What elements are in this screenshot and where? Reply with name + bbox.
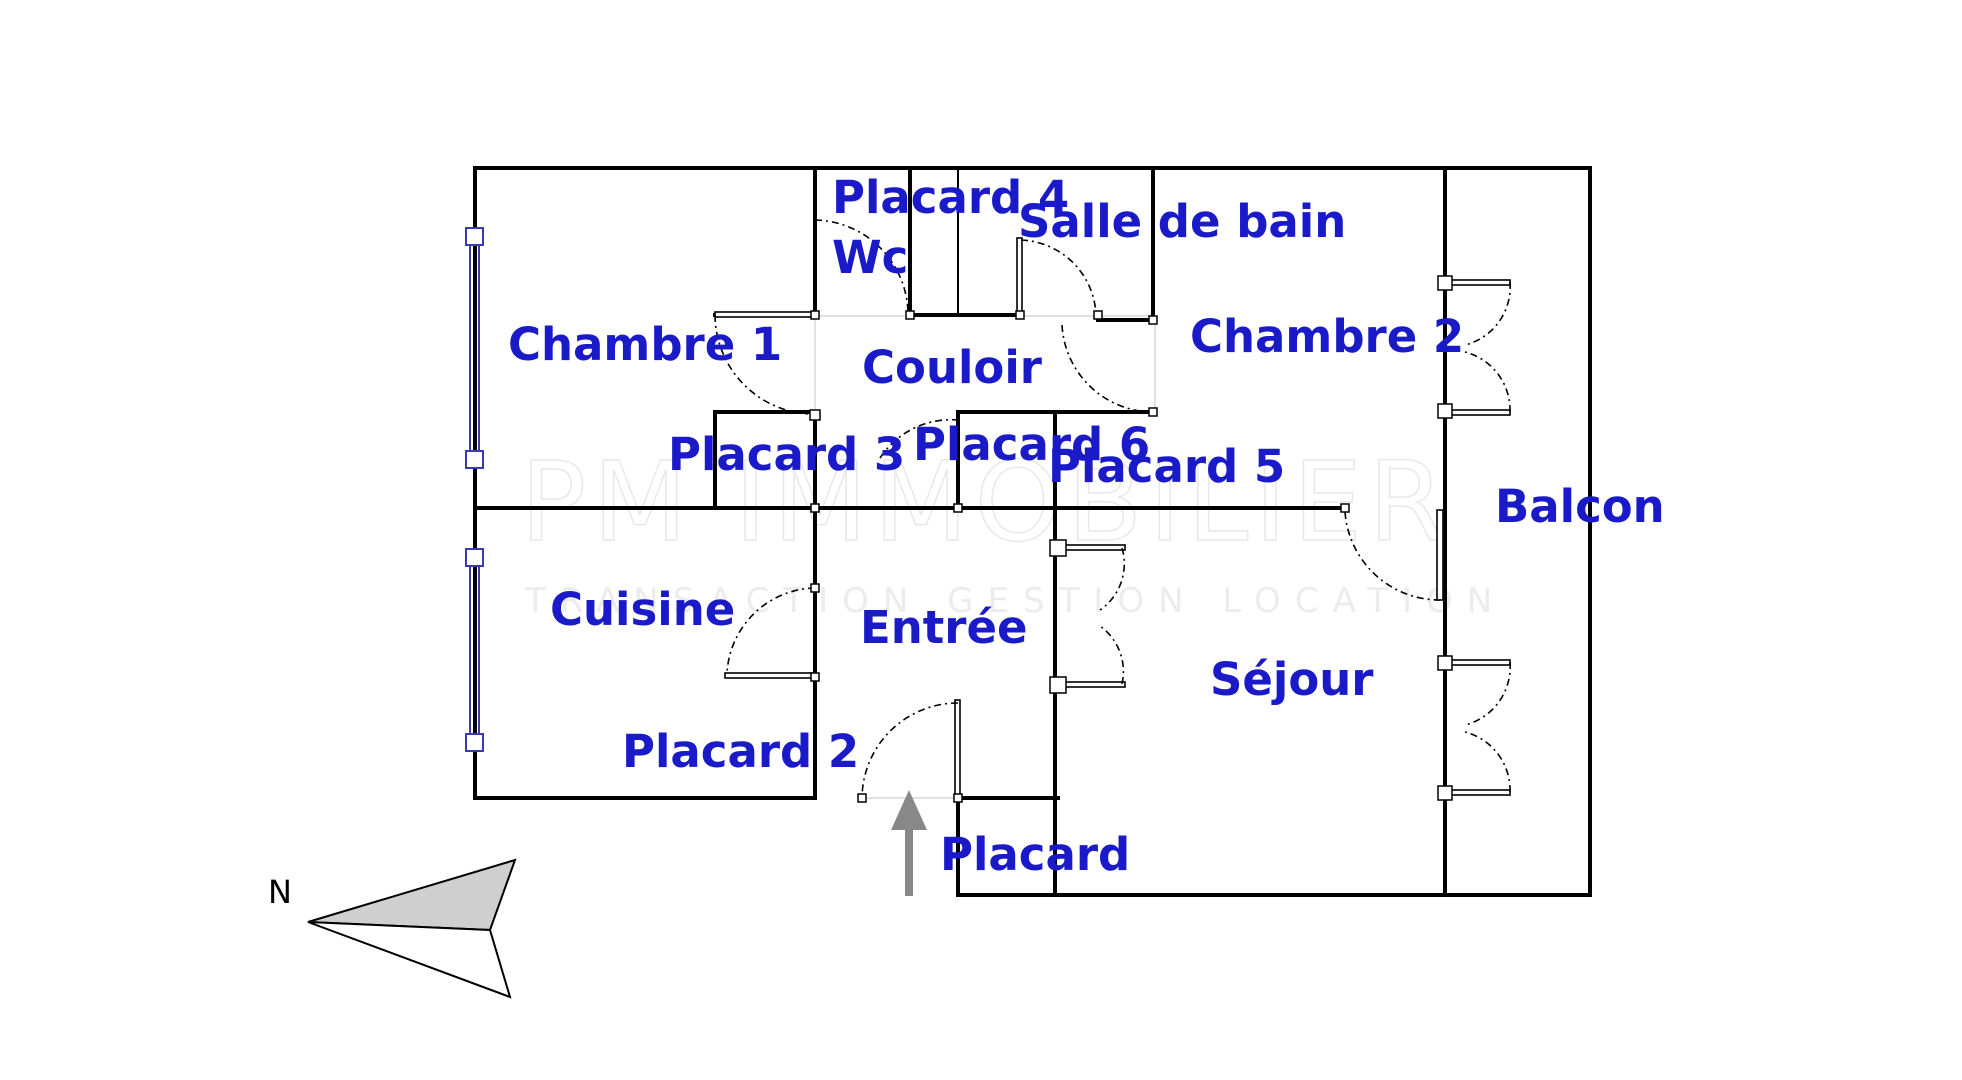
north-label: N	[268, 873, 292, 911]
watermark: PM IMMOBILIER TRANSACTION GESTION LOCATI…	[519, 437, 1506, 621]
label-placard-2: Placard 2	[622, 725, 859, 778]
window-node	[465, 227, 484, 246]
outer-walls	[473, 166, 1592, 897]
label-sejour: Séjour	[1210, 653, 1374, 706]
watermark-tagline: TRANSACTION GESTION LOCATION	[524, 581, 1506, 621]
label-cuisine: Cuisine	[550, 583, 735, 636]
window-node	[465, 450, 484, 469]
label-placard-6: Placard 6	[913, 418, 1150, 471]
label-placard-5: Placard 5	[1048, 440, 1285, 493]
label-chambre-1: Chambre 1	[508, 318, 782, 371]
label-entree: Entrée	[860, 601, 1028, 654]
room-labels: Placard 4 Wc Salle de bain Chambre 1 Cou…	[508, 171, 1665, 881]
label-salle-de-bain: Salle de bain	[1018, 195, 1346, 248]
label-couloir: Couloir	[862, 341, 1043, 394]
window-node	[465, 733, 484, 752]
label-balcon: Balcon	[1495, 480, 1665, 533]
label-placard-4: Placard 4	[832, 171, 1069, 224]
interior-walls	[473, 166, 1447, 897]
label-chambre-2: Chambre 2	[1190, 310, 1464, 363]
label-wc: Wc	[832, 231, 908, 284]
wall-nodes	[809, 275, 1453, 803]
window-node	[465, 548, 484, 567]
compass-arrow-icon: N	[268, 858, 517, 999]
up-arrow-icon	[891, 790, 927, 896]
windows	[465, 227, 484, 752]
label-placard: Placard	[940, 828, 1130, 881]
label-placard-3: Placard 3	[668, 428, 905, 481]
watermark-brand: PM IMMOBILIER	[520, 438, 1451, 566]
